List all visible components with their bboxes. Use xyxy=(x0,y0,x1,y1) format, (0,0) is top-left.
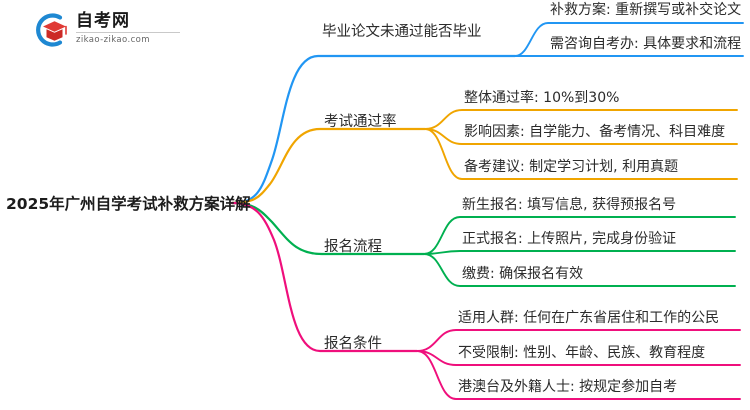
leaf-label-2-2[interactable]: 影响因素: 自学能力、备考情况、科目难度 xyxy=(464,124,726,140)
branch-label-2[interactable]: 考试通过率 xyxy=(324,114,397,130)
leaf-label-1-2[interactable]: 需咨询自考办: 具体要求和流程 xyxy=(550,36,742,52)
leaf-label-2-3[interactable]: 备考建议: 制定学习计划, 利用真题 xyxy=(464,159,679,175)
leaf-label-1-1[interactable]: 补救方案: 重新撰写或补交论文 xyxy=(550,2,742,18)
zikao-logo-icon xyxy=(36,13,67,47)
leaf-label-3-3[interactable]: 缴费: 确保报名有效 xyxy=(462,266,584,282)
leaf-label-4-2[interactable]: 不受限制: 性别、年龄、民族、教育程度 xyxy=(458,345,706,361)
leaf-label-4-1[interactable]: 适用人群: 任何在广东省居住和工作的公民 xyxy=(458,310,720,326)
leaf-label-3-2[interactable]: 正式报名: 上传照片, 完成身份验证 xyxy=(462,231,677,247)
mindmap-root-label[interactable]: 2025年广州自学考试补救方案详解 xyxy=(6,195,251,213)
branch-label-1[interactable]: 毕业论文未通过能否毕业 xyxy=(322,24,482,40)
leaf-label-3-1[interactable]: 新生报名: 填写信息, 获得预报名号 xyxy=(462,197,677,213)
branch-label-3[interactable]: 报名流程 xyxy=(324,239,382,255)
site-logo: 自考网 zikao-zikao.com xyxy=(30,11,180,49)
branch-label-4[interactable]: 报名条件 xyxy=(324,336,382,352)
leaf-label-2-1[interactable]: 整体通过率: 10%到30% xyxy=(464,90,620,106)
logo-title: 自考网 xyxy=(76,11,130,31)
leaf-label-4-3[interactable]: 港澳台及外籍人士: 按规定参加自考 xyxy=(458,379,678,395)
logo-subtitle: zikao-zikao.com xyxy=(76,32,180,46)
